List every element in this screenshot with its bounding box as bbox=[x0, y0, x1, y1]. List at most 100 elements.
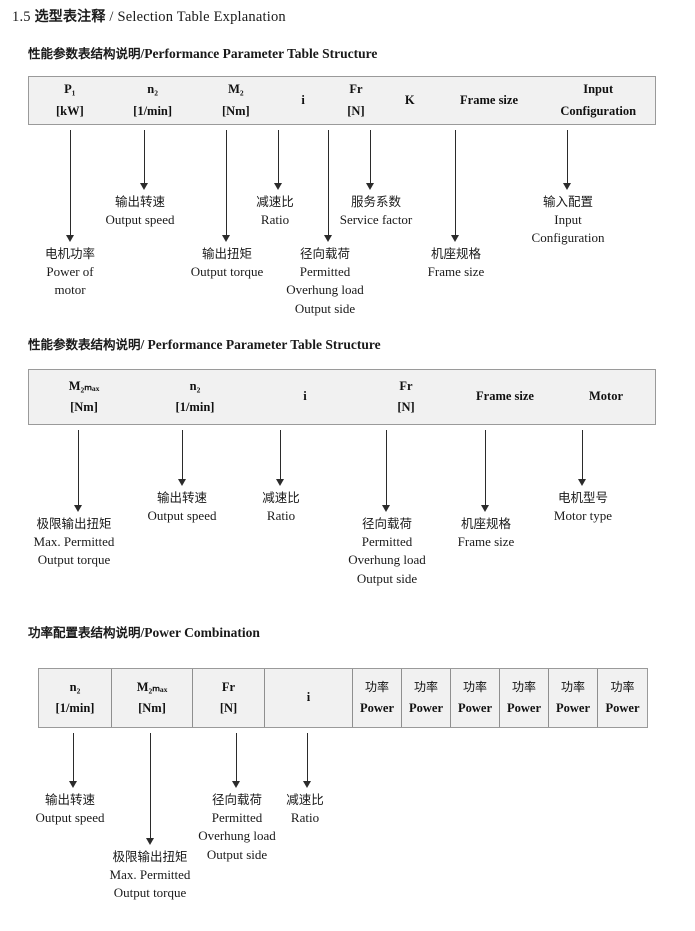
arrow-to-max-permitted-output-torque bbox=[74, 430, 83, 512]
table-1-col-k: K bbox=[383, 77, 437, 124]
table-1-col-p1: P₁ [kW] bbox=[29, 77, 111, 124]
table-3-col-power-4-line2: Power bbox=[506, 700, 541, 715]
arrow-to-frame-size bbox=[451, 130, 460, 242]
callout-permitted-overhung-load-2-en-1: Permitted bbox=[361, 533, 413, 549]
table-3-col-power-6-line1: 功率 bbox=[610, 680, 635, 695]
arrow-to-frame-size-2 bbox=[481, 430, 490, 512]
table-3-col-n2: n₂ [1/min] bbox=[39, 669, 111, 727]
callout-ratio-2-cn: 减速比 bbox=[262, 490, 300, 505]
table-1-col-m2-line1: M₂ bbox=[228, 82, 244, 97]
callout-service-factor-en-1: Service factor bbox=[339, 211, 413, 227]
table-2-col-frame-size: Frame size bbox=[453, 370, 557, 424]
section-2-heading-sep: / bbox=[140, 337, 145, 352]
arrow-to-output-speed-3 bbox=[69, 733, 78, 788]
callout-output-speed-cn: 输出转速 bbox=[114, 194, 165, 209]
callout-permitted-overhung-load-3-en-2: Overhung load bbox=[198, 828, 276, 844]
table-3-col-power-1-line1: 功率 bbox=[364, 680, 389, 695]
callout-output-torque-en-1: Output torque bbox=[190, 263, 264, 279]
callout-permitted-overhung-load-cn: 径向载荷 bbox=[299, 246, 350, 261]
callout-ratio-cn: 减速比 bbox=[256, 194, 294, 209]
section-1-heading-cn: 性能参数表结构说明 bbox=[28, 46, 141, 61]
table-1-col-fr-line1: Fr bbox=[349, 82, 363, 97]
callout-frame-size-2: 机座规格 Frame size bbox=[425, 515, 547, 551]
table-3-col-power-3-line2: Power bbox=[457, 700, 492, 715]
callout-motor-type-en-1: Motor type bbox=[553, 507, 613, 523]
callout-max-permitted-output-torque-3-en-2: Output torque bbox=[113, 885, 187, 901]
table-1-col-m2-line2: [Nm] bbox=[221, 103, 250, 118]
callout-max-permitted-output-torque-en-1: Max. Permitted bbox=[33, 533, 115, 549]
callout-permitted-overhung-load-2-en-3: Output side bbox=[356, 570, 418, 586]
callout-permitted-overhung-load-en-1: Permitted bbox=[299, 263, 351, 279]
page-title-sep: / bbox=[109, 9, 114, 25]
callout-input-configuration-en-2: Configuration bbox=[531, 230, 605, 246]
callout-service-factor: 服务系数 Service factor bbox=[311, 193, 441, 229]
callout-permitted-overhung-load-en-2: Overhung load bbox=[286, 282, 364, 298]
table-3-col-power-6: 功率 Power bbox=[597, 669, 647, 727]
callout-frame-size-cn: 机座规格 bbox=[430, 246, 481, 261]
arrow-to-ratio bbox=[274, 130, 283, 190]
table-3-col-power-4-line1: 功率 bbox=[511, 680, 536, 695]
performance-parameter-table-2: M₂ₘₐₓ [Nm] n₂ [1/min] i Fr [N] Frame siz… bbox=[28, 369, 656, 425]
section-1-heading: 性能参数表结构说明/Performance Parameter Table St… bbox=[28, 43, 377, 62]
arrow-to-power-of-motor bbox=[66, 130, 75, 242]
table-2-col-m2max-line2: [Nm] bbox=[70, 400, 98, 414]
table-1-col-frame-size-line1: Frame size bbox=[460, 92, 518, 107]
section-2-heading-cn: 性能参数表结构说明 bbox=[28, 337, 141, 352]
table-3-col-i-line1: i bbox=[306, 690, 311, 705]
table-1-col-p1-line2: [kW] bbox=[55, 103, 84, 118]
callout-frame-size-2-en-1: Frame size bbox=[457, 533, 515, 549]
table-1-col-fr-line2: [N] bbox=[347, 103, 365, 118]
section-3-heading-cn: 功率配置表结构说明 bbox=[28, 625, 141, 640]
arrow-to-max-permitted-output-torque-3 bbox=[146, 733, 155, 845]
table-2-col-m2max: M₂ₘₐₓ [Nm] bbox=[29, 370, 139, 424]
callout-permitted-overhung-load-2: 径向载荷 Permitted Overhung load Output side bbox=[326, 515, 448, 588]
callout-frame-size: 机座规格 Frame size bbox=[395, 245, 517, 281]
arrow-to-motor-type bbox=[578, 430, 587, 486]
table-1-col-k-line1: K bbox=[404, 92, 415, 107]
table-3-col-m2max-line2: [Nm] bbox=[138, 701, 166, 715]
table-3-col-power-5-line2: Power bbox=[555, 700, 590, 715]
table-1-col-n2: n₂ [1/min] bbox=[111, 77, 195, 124]
callout-output-speed-2-en-1: Output speed bbox=[147, 507, 217, 523]
arrow-to-output-speed bbox=[140, 130, 149, 190]
performance-parameter-table-1: P₁ [kW] n₂ [1/min] M₂ [Nm] i Fr [N] K Fr… bbox=[28, 76, 656, 125]
table-1-col-input-configuration-line1: Input bbox=[583, 82, 614, 97]
table-3-col-power-2: 功率 Power bbox=[401, 669, 450, 727]
table-3-col-fr: Fr [N] bbox=[192, 669, 264, 727]
arrow-to-permitted-overhung-load bbox=[324, 130, 333, 242]
table-2-col-m2max-line1: M₂ₘₐₓ bbox=[68, 378, 100, 393]
table-3-col-n2-line1: n₂ bbox=[69, 679, 81, 694]
callout-max-permitted-output-torque-cn: 极限输出扭矩 bbox=[36, 516, 112, 531]
callout-ratio-en-1: Ratio bbox=[260, 211, 290, 227]
table-3-col-power-1: 功率 Power bbox=[352, 669, 401, 727]
page-title-cn: 选型表注释 bbox=[34, 9, 106, 25]
arrow-to-ratio-3 bbox=[303, 733, 312, 788]
arrow-to-permitted-overhung-load-3 bbox=[232, 733, 241, 788]
table-1-col-n2-line2: [1/min] bbox=[133, 103, 173, 118]
arrow-to-ratio-2 bbox=[276, 430, 285, 486]
arrow-to-output-speed-2 bbox=[178, 430, 187, 486]
arrow-to-permitted-overhung-load-2 bbox=[382, 430, 391, 512]
callout-permitted-overhung-load-2-en-2: Overhung load bbox=[348, 552, 426, 568]
callout-permitted-overhung-load-3-en-3: Output side bbox=[206, 846, 268, 862]
table-1-col-i: i bbox=[277, 77, 329, 124]
section-2-heading: 性能参数表结构说明/ Performance Parameter Table S… bbox=[28, 334, 381, 353]
arrow-to-input-configuration bbox=[563, 130, 572, 190]
callout-motor-type: 电机型号 Motor type bbox=[522, 489, 644, 525]
table-2-col-i-line1: i bbox=[303, 389, 307, 404]
callout-permitted-overhung-load-en-3: Output side bbox=[294, 300, 356, 316]
callout-input-configuration: 输入配置 Input Configuration bbox=[506, 193, 630, 248]
table-3-col-fr-line2: [N] bbox=[219, 701, 238, 715]
callout-output-speed: 输出转速 Output speed bbox=[74, 193, 206, 229]
table-2-col-n2-line1: n₂ bbox=[189, 378, 201, 393]
callout-output-speed-2-cn: 输出转速 bbox=[156, 490, 207, 505]
callout-power-of-motor-en-1: Power of bbox=[46, 263, 94, 279]
table-3-col-power-3-line1: 功率 bbox=[462, 680, 487, 695]
table-3-col-power-2-line2: Power bbox=[408, 700, 443, 715]
callout-frame-size-en-1: Frame size bbox=[427, 263, 485, 279]
callout-max-permitted-output-torque-3-cn: 极限输出扭矩 bbox=[112, 849, 188, 864]
page-title-en: Selection Table Explanation bbox=[117, 9, 286, 25]
table-2-col-fr: Fr [N] bbox=[359, 370, 453, 424]
callout-input-configuration-cn: 输入配置 bbox=[542, 194, 593, 209]
